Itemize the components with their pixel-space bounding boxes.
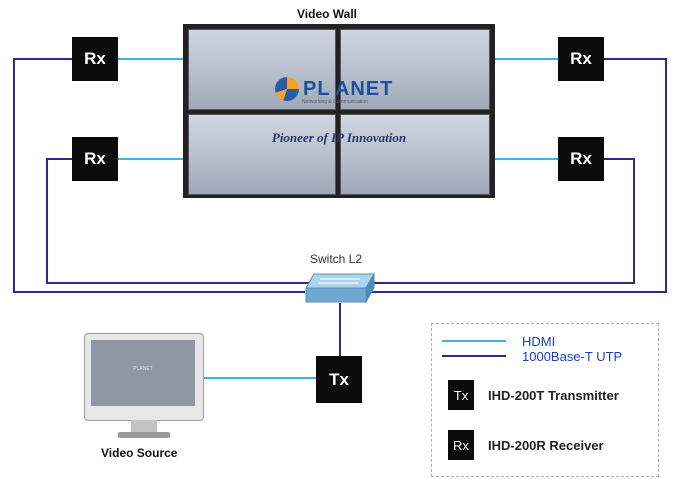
legend-line-samples — [442, 340, 506, 357]
receiver-bottom-right: Rx — [558, 137, 604, 181]
utp-link-rx1 — [13, 58, 305, 293]
planet-tagline: Pioneer of IP Innovation — [271, 130, 407, 145]
wall-panel-bottom-left — [188, 114, 336, 195]
monitor-base — [118, 432, 170, 438]
monitor-screen: PLANET — [91, 340, 195, 406]
legend-tx-label: IHD-200T Transmitter — [488, 388, 619, 403]
video-source-label: Video Source — [101, 446, 178, 460]
legend-rx-label: IHD-200R Receiver — [488, 438, 604, 453]
receiver-bottom-left: Rx — [72, 137, 118, 181]
legend-utp-label: 1000Base-T UTP — [522, 349, 623, 364]
planet-logo-subtext: Networking & Communication — [302, 99, 368, 105]
legend-hdmi-label: HDMI — [522, 334, 556, 349]
planet-logo-text: PL ANET — [303, 77, 394, 100]
utp-link-rx4 — [365, 158, 635, 284]
video-wall-title: Video Wall — [297, 7, 358, 21]
monitor-screen-text: PLANET — [133, 366, 153, 372]
wall-panel-top-right — [340, 29, 490, 110]
planet-logo-icon — [275, 77, 299, 101]
monitor-stand — [131, 420, 157, 432]
switch-label: Switch L2 — [310, 252, 363, 266]
utp-link-rx3 — [370, 58, 667, 293]
transmitter: Tx — [316, 356, 362, 403]
planet-logo: PL ANET — [275, 77, 393, 101]
receiver-top-right: Rx — [558, 37, 604, 81]
legend: HDMI 1000Base-T UTP Tx IHD-200T Transmit… — [431, 323, 659, 477]
legend-rx-badge: Rx — [448, 430, 474, 460]
video-wall — [183, 24, 495, 198]
receiver-top-left: Rx — [72, 37, 118, 81]
wall-panel-top-left — [188, 29, 336, 110]
utp-link-rx2 — [46, 158, 310, 284]
wall-panel-bottom-right — [340, 114, 490, 195]
legend-tx-badge: Tx — [448, 380, 474, 410]
monitor-icon: PLANET — [84, 333, 204, 421]
network-switch-icon — [305, 272, 375, 304]
